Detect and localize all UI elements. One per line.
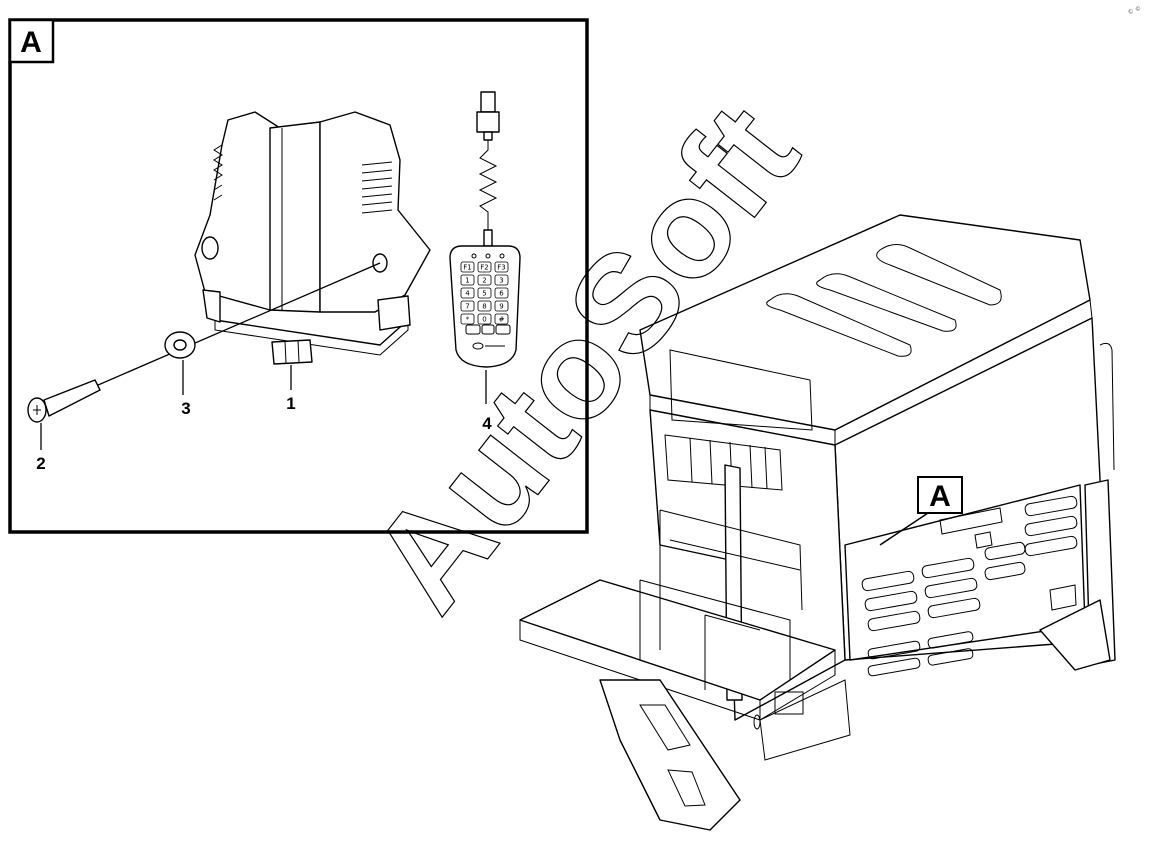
cab-view-tag: A: [879, 476, 963, 546]
remote-key: [494, 287, 509, 299]
remote-key: [460, 287, 475, 299]
remote-key: [460, 300, 475, 312]
assembly-line: [74, 262, 381, 396]
remote-key: [494, 274, 509, 286]
remote-controller: F1 F2 F3 1 2 3 4 5 6 7 8 9 * 0 #: [449, 91, 521, 368]
screw: [27, 379, 101, 423]
remote-key: [477, 261, 492, 273]
remote-key: [477, 300, 492, 312]
remote-keypad: F1 F2 F3 1 2 3 4 5 6 7 8 9 * 0 #: [460, 261, 509, 325]
remote-key: [494, 261, 509, 273]
remote-key: [477, 313, 492, 325]
remote-key-label: 2: [482, 277, 486, 285]
callout-number-2: 2: [36, 454, 45, 473]
remote-key-label: 9: [499, 303, 503, 311]
remote-key-label: 7: [465, 303, 469, 311]
callout-number-3: 3: [181, 399, 190, 418]
remote-key: [460, 313, 475, 325]
remote-key-label: 5: [482, 290, 486, 298]
remote-key: [460, 274, 475, 286]
detail-tag-letter: A: [20, 26, 42, 59]
washer: [164, 331, 196, 359]
remote-key: [494, 313, 509, 325]
remote-key-label: 6: [499, 290, 504, 298]
remote-key-label: F3: [497, 264, 505, 272]
remote-key: [477, 287, 492, 299]
callout-leaders: [40, 360, 487, 450]
remote-key-label: 1: [465, 277, 469, 285]
remote-key: [494, 300, 509, 312]
remote-key-label: 8: [482, 303, 486, 311]
corner-mark: © ©: [1127, 5, 1142, 16]
remote-key-label: #: [499, 316, 505, 324]
remote-key-label: F1: [463, 264, 471, 272]
remote-key: [460, 261, 475, 273]
remote-key-label: 4: [465, 290, 470, 298]
callout-number-1: 1: [286, 394, 295, 413]
callout-number-4: 4: [482, 414, 492, 433]
remote-key: [477, 274, 492, 286]
cab-illustration: [519, 214, 1116, 831]
remote-key-label: *: [466, 316, 470, 324]
holder-bracket: [194, 111, 431, 365]
remote-key-label: 0: [482, 316, 486, 324]
cab-tag-letter: A: [929, 480, 951, 513]
remote-key-label: 3: [499, 277, 503, 285]
remote-key-label: F2: [480, 264, 488, 272]
